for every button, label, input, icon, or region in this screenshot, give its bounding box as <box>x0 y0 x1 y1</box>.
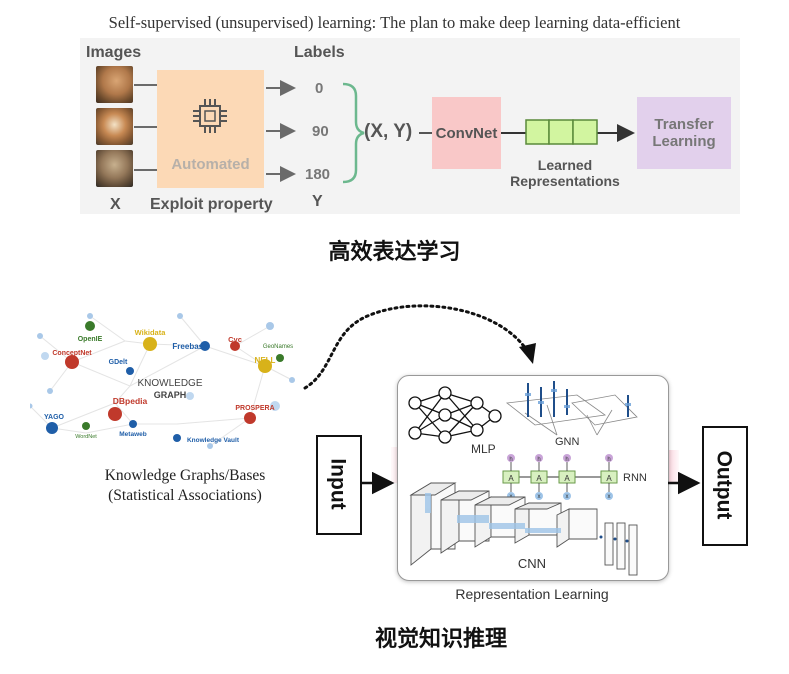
rnn-diagram: A h x A h x A h x A h x RNN <box>502 454 647 500</box>
label-bracket <box>342 82 365 184</box>
kg-label-gdelt: GDelt <box>109 359 128 366</box>
kg-label-wordnet: WordNet <box>75 434 97 440</box>
images-header: Images <box>86 44 142 61</box>
mlp-label: MLP <box>471 442 496 456</box>
knowledge-graph-caption: Knowledge Graphs/Bases (Statistical Asso… <box>70 466 300 506</box>
kg-node-knowledge-vault: Knowledge Vault <box>173 434 240 444</box>
kg-label-nell: NELL <box>255 356 276 365</box>
kg-node-nell: NELL <box>255 356 276 373</box>
kg-node-yago: YAGO <box>44 414 65 434</box>
output-box: Output <box>702 426 748 546</box>
exploit-property-label: Exploit property <box>150 196 273 213</box>
kg-node-conceptnet: ConceptNet <box>52 350 92 369</box>
kg-node-cyc: Cyc <box>228 335 242 351</box>
kg-caption-line1: Knowledge Graphs/Bases <box>104 467 266 484</box>
svg-text:h: h <box>509 457 512 463</box>
svg-text:h: h <box>607 457 610 463</box>
learned-line2: Representations <box>510 173 620 189</box>
svg-text:h: h <box>565 457 568 463</box>
kg-center-line2: GRAPH <box>154 390 187 400</box>
svg-text:x: x <box>608 494 611 500</box>
efficient-representation-caption: 高效表达学习 <box>328 239 461 264</box>
rnn-cell-2: A h x <box>530 454 548 500</box>
kg-label-geonames: GeoNames <box>263 344 293 350</box>
kg-node-openie: OpenIE <box>78 321 103 343</box>
kg-label-wikidata: Wikidata <box>135 328 167 337</box>
svg-text:A: A <box>508 474 514 483</box>
representation-learning-caption: Representation Learning <box>455 586 609 602</box>
rl-diagram: MLP GNN A h x A h x <box>408 381 647 576</box>
svg-text:A: A <box>564 474 570 483</box>
cnn-label: CNN <box>517 556 547 571</box>
input-box: Input <box>316 435 362 535</box>
kg-label-prospera: PROSPERA <box>235 405 274 412</box>
kg-label-conceptnet: ConceptNet <box>52 350 92 357</box>
kg-label-cyc: Cyc <box>228 335 242 344</box>
kg-center-line1: KNOWLEDGE <box>137 378 202 389</box>
kg-node-dbpedia: DBpedia <box>108 396 148 421</box>
top-arrows <box>134 80 635 184</box>
gnn-label: GNN <box>555 436 580 448</box>
transfer-learning-box: Transfer Learning <box>637 97 731 169</box>
dotted-curve-arrow <box>303 304 536 390</box>
rnn-cell-1: A h x <box>502 454 520 500</box>
cat-photo-1 <box>96 66 133 103</box>
kg-node-freebase: Freebase <box>172 341 210 351</box>
kg-node-prospera: PROSPERA <box>235 405 275 424</box>
label-value-180: 180 <box>305 166 331 183</box>
svg-text:A: A <box>536 474 542 483</box>
top-title: Self-supervised (unsupervised) learning:… <box>108 13 681 32</box>
convnet-box: ConvNet <box>432 97 501 169</box>
kg-label-metaweb: Metaweb <box>119 431 146 438</box>
kg-node-metaweb: Metaweb <box>119 420 147 438</box>
io-arrows <box>362 471 701 495</box>
learned-representations-label: Learned Representations <box>495 157 635 189</box>
x-label: X <box>110 196 121 213</box>
label-value-90: 90 <box>312 123 329 140</box>
automated-label: Automated <box>171 156 250 173</box>
kg-label-knowledge-vault: Knowledge Vault <box>187 437 240 444</box>
kg-label-freebase: Freebase <box>172 342 208 351</box>
kg-caption-line2: (Statistical Associations) <box>108 487 262 504</box>
rnn-cell-4: A h x <box>600 454 618 500</box>
transfer-line2: Learning <box>652 133 716 150</box>
label-value-0: 0 <box>315 80 324 97</box>
mlp-diagram <box>408 386 502 444</box>
learned-line1: Learned <box>537 157 593 173</box>
kg-node-geonames: GeoNames <box>263 344 293 362</box>
rnn-label: RNN <box>623 472 647 484</box>
kg-label-yago: YAGO <box>44 414 65 421</box>
cat-photo-2 <box>96 108 133 145</box>
transfer-line1: Transfer <box>654 116 714 133</box>
svg-text:A: A <box>606 474 612 483</box>
svg-text:h: h <box>537 457 540 463</box>
cat-photo-3 <box>96 150 133 187</box>
kg-node-wikidata: Wikidata <box>135 328 167 351</box>
kg-label-dbpedia: DBpedia <box>113 396 148 406</box>
rnn-cell-3: A h x <box>558 454 576 500</box>
xy-label: (X, Y) <box>364 121 413 142</box>
visual-knowledge-reasoning-caption: 视觉知识推理 <box>375 626 508 651</box>
svg-text:x: x <box>566 494 569 500</box>
chip-icon <box>193 99 227 133</box>
feature-vector <box>525 119 598 145</box>
gnn-diagram <box>505 394 638 436</box>
kg-label-openie: OpenIE <box>78 336 103 343</box>
kg-node-wordnet: WordNet <box>75 422 97 440</box>
knowledge-graph: OpenIE Wikidata Freebase Cyc GeoNames Co… <box>30 313 295 449</box>
labels-header: Labels <box>294 44 345 61</box>
svg-text:x: x <box>538 494 541 500</box>
y-label: Y <box>312 193 323 210</box>
kg-node-gdelt: GDelt <box>109 359 134 375</box>
